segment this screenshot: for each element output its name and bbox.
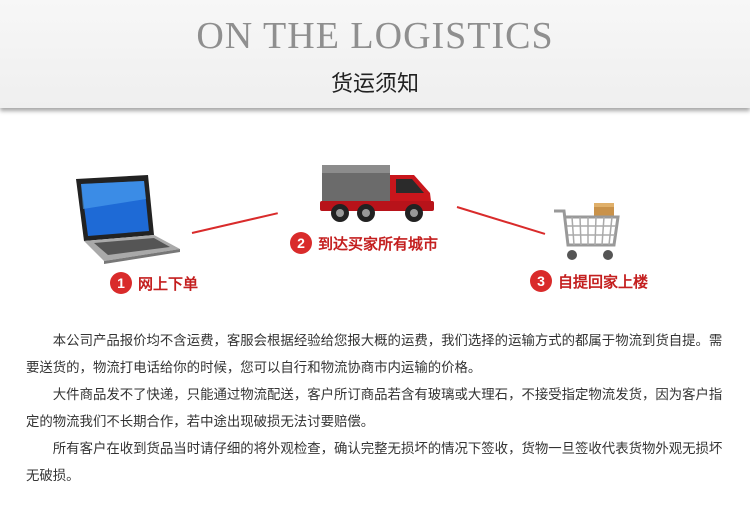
- truck-icon: [320, 165, 434, 222]
- page-subtitle: 货运须知: [330, 72, 419, 97]
- notice-paragraph: 所有客户在收到货品当时请仔细的将外观检查，确认完整无损坏的情况下签收，货物一旦签…: [26, 442, 723, 484]
- step-1: 1 网上下单: [110, 272, 198, 294]
- connector-line-2: [456, 206, 546, 235]
- notice-paragraph: 大件商品发不了快递，只能通过物流配送，客户所订商品若含有玻璃或大理石，不接受指定…: [26, 388, 723, 430]
- step-1-number-badge: 1: [110, 272, 132, 294]
- shipping-notice-text: 本公司产品报价均不含运费，客服会根据经验给您报大概的运费，我们选择的运输方式的都…: [26, 328, 726, 490]
- step-1-label: 网上下单: [138, 274, 199, 293]
- header-banner: ON THE LOGISTICS 货运须知: [0, 0, 750, 108]
- page-title: ON THE LOGISTICS: [196, 15, 554, 57]
- connector-line-1: [191, 212, 278, 234]
- step-2-label: 到达买家所有城市: [318, 234, 439, 253]
- step-3-number-badge: 3: [530, 270, 552, 292]
- step-2-number-badge: 2: [290, 232, 312, 254]
- shopping-cart-icon: [554, 203, 620, 260]
- step-3: 3 自提回家上楼: [530, 270, 648, 292]
- step-3-label: 自提回家上楼: [558, 272, 649, 291]
- notice-paragraph: 本公司产品报价均不含运费，客服会根据经验给您报大概的运费，我们选择的运输方式的都…: [26, 334, 723, 376]
- step-2: 2 到达买家所有城市: [290, 232, 438, 254]
- laptop-icon: [76, 175, 180, 264]
